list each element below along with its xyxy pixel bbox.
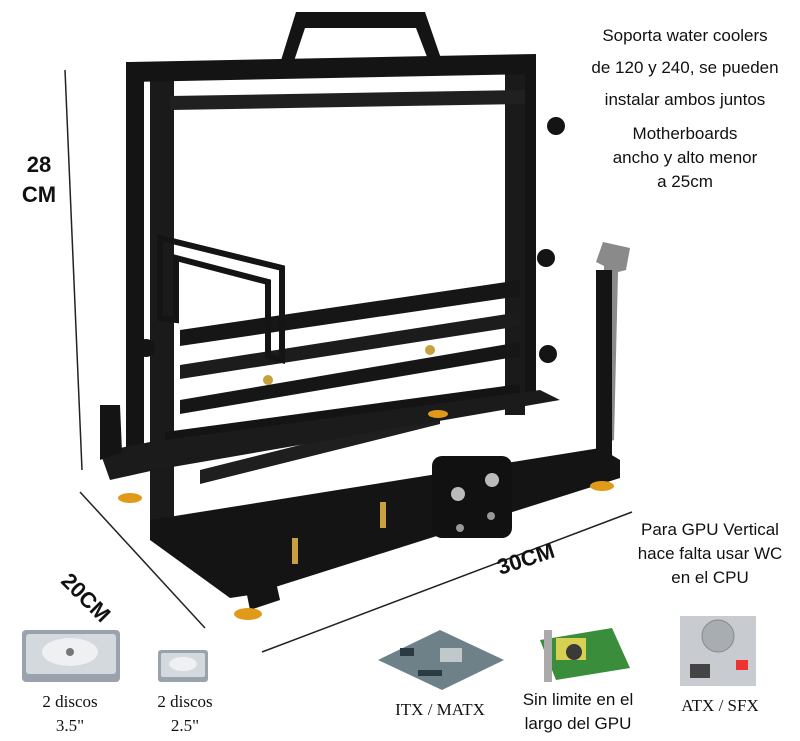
feature-caption: 2 discos 3.5"	[10, 690, 130, 738]
feature-line1: ITX / MATX	[395, 700, 485, 719]
feature-caption: Sin limite en el largo del GPU	[508, 688, 648, 736]
motherboard-icon	[378, 630, 504, 690]
feature-line1: ATX / SFX	[681, 696, 759, 715]
base-rail-side	[240, 555, 280, 610]
post-back-left	[126, 62, 144, 452]
feature-caption: ITX / MATX	[370, 698, 510, 722]
feature-line2: 3.5"	[55, 716, 85, 735]
base-front-left-foot-rail	[100, 405, 122, 460]
foot	[118, 493, 142, 503]
power-supply-icon	[680, 616, 756, 686]
note-line: instalar ambos juntos	[604, 90, 766, 109]
feature-line1: 2 discos	[157, 692, 213, 711]
standoff	[380, 502, 386, 528]
hard-drive-icon	[22, 630, 120, 682]
vertical-gpu-bracket-arm	[596, 270, 612, 460]
height-dimension-label: 28 CM	[14, 150, 64, 210]
bolt	[547, 117, 565, 135]
note-line: Motherboards	[632, 124, 738, 143]
top-rail-lower	[170, 90, 525, 110]
note-line: de 120 y 240, se pueden	[591, 58, 779, 77]
depth-dimension-line	[79, 491, 206, 629]
middle-rail-3	[180, 342, 520, 414]
feature-line2: 2.5"	[170, 716, 200, 735]
bolt	[539, 345, 557, 363]
note-line: Para GPU Vertical	[641, 520, 779, 539]
plate-screw	[456, 524, 464, 532]
foot	[428, 410, 448, 418]
width-dimension-line	[261, 511, 633, 653]
height-dimension-line	[64, 69, 83, 471]
note-line: hace falta usar WC	[637, 544, 783, 563]
bolt	[537, 249, 555, 267]
bolt	[263, 375, 273, 385]
plate-screw	[487, 512, 495, 520]
top-handle	[278, 12, 445, 70]
feature-line1: Sin limite en el	[522, 690, 634, 709]
feature-line1: 2 discos	[42, 692, 98, 711]
gpu-card-icon	[540, 628, 630, 682]
motherboard-note: Motherboards ancho y alto menor a 25cm	[600, 122, 770, 194]
feature-caption: 2 discos 2.5"	[130, 690, 240, 738]
note-line: ancho y alto menor	[612, 148, 758, 167]
height-value: 28	[26, 152, 52, 177]
note-line: en el CPU	[671, 568, 749, 587]
gpu-vertical-note: Para GPU Vertical hace falta usar WC en …	[620, 518, 800, 590]
plate-screw	[451, 487, 465, 501]
foot	[234, 608, 262, 620]
top-rail-front	[130, 54, 536, 82]
height-unit: CM	[21, 182, 57, 207]
middle-rail-1	[180, 280, 520, 346]
note-line: Soporta water coolers	[602, 26, 768, 45]
feature-caption: ATX / SFX	[660, 694, 780, 718]
hard-drive-small-icon	[158, 650, 208, 682]
foot	[590, 481, 614, 491]
watercooler-note: Soporta water coolers de 120 y 240, se p…	[580, 20, 790, 116]
bolt	[425, 345, 435, 355]
bolt	[137, 339, 155, 357]
note-line: a 25cm	[657, 172, 713, 191]
front-mount-plate	[432, 456, 512, 538]
post-front-right	[505, 70, 525, 415]
gpu-bracket-frame	[157, 234, 285, 364]
feature-line2: largo del GPU	[524, 714, 632, 733]
middle-rail-2	[180, 312, 520, 379]
standoff	[292, 538, 298, 564]
plate-screw	[485, 473, 499, 487]
